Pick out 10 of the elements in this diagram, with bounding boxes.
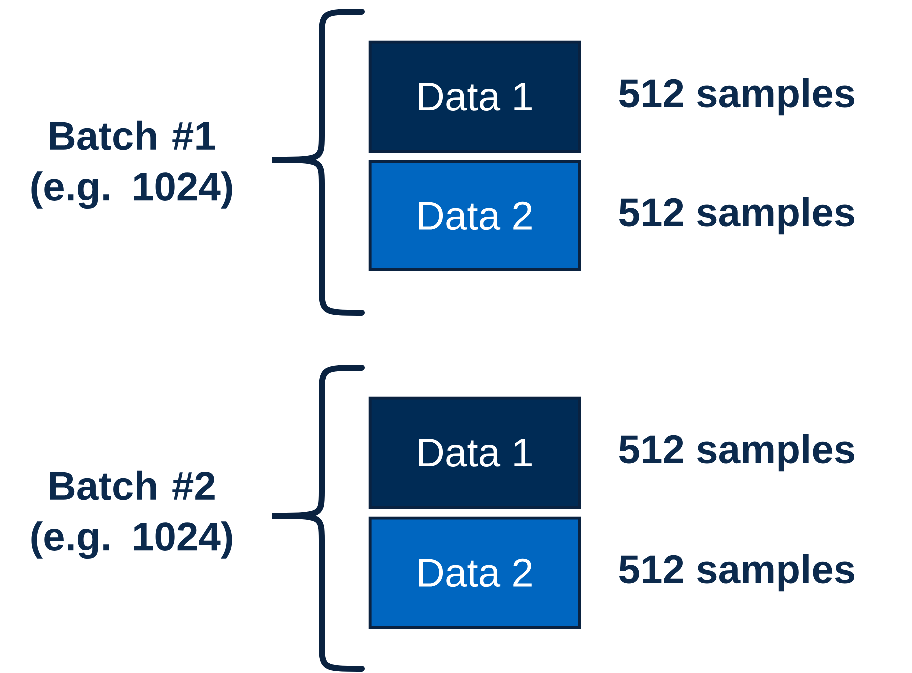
batch-label: Batch #1 (e.g. 1024)	[32, 120, 232, 210]
sample-count: 512 samples	[620, 434, 854, 472]
sample-count: 512 samples	[620, 78, 854, 116]
data-box: Data 1	[368, 396, 582, 510]
data-box: Data 2	[368, 516, 582, 630]
data-box: Data 1	[368, 40, 582, 154]
sample-count: 512 samples	[620, 197, 854, 235]
sample-count: 512 samples	[620, 554, 854, 592]
batch-label: Batch #2 (e.g. 1024)	[32, 470, 232, 560]
data-box: Data 2	[368, 160, 582, 272]
